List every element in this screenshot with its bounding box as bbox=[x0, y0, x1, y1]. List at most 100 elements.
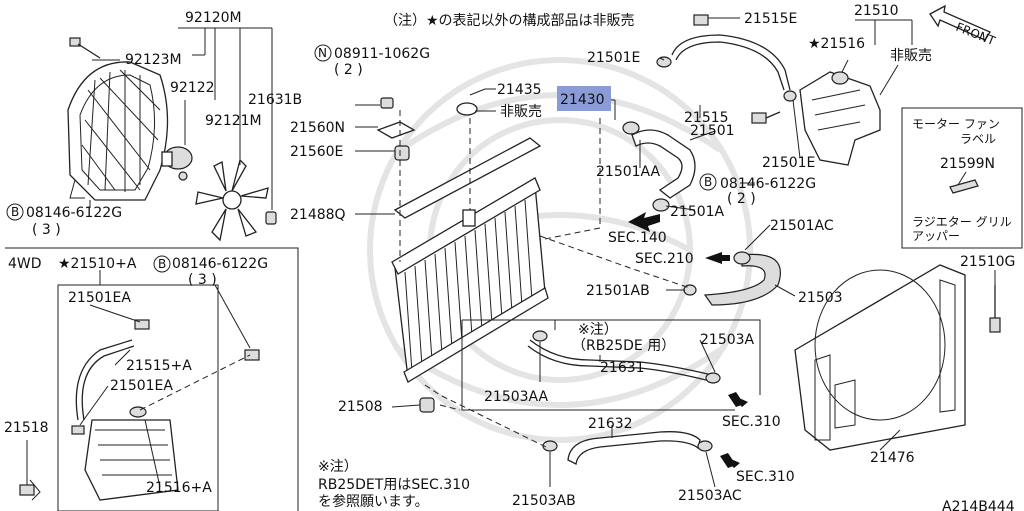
label-sec140: SEC.140 bbox=[608, 230, 667, 246]
label-92123M: 92123M bbox=[125, 52, 182, 68]
label-21631B: 21631B bbox=[248, 92, 302, 108]
bolt-part-fan bbox=[69, 37, 101, 59]
label-08146-c: 08146-6122G bbox=[172, 256, 268, 272]
note-bottom-2: RB25DET用はSEC.310 bbox=[318, 477, 470, 493]
box-foot-2: アッパー bbox=[912, 229, 960, 243]
label-hihanbai-2: 非販売 bbox=[890, 48, 932, 64]
drain-plug-21508 bbox=[419, 397, 435, 413]
label-21510: 21510 bbox=[854, 3, 899, 19]
lower-hose-21503 bbox=[703, 253, 781, 306]
bracket-21560N bbox=[376, 121, 416, 139]
label-08146-b: 08146-6122G bbox=[720, 176, 816, 192]
label-21501AC: 21501AC bbox=[770, 218, 834, 234]
svg-text:B: B bbox=[11, 205, 19, 219]
label-21501E-mid: 21501E bbox=[762, 155, 815, 171]
label-21632: 21632 bbox=[588, 416, 633, 432]
oil-cooler-hose-21631 bbox=[527, 339, 713, 382]
label-21476: 21476 bbox=[870, 450, 915, 466]
label-21501EA-1: 21501EA bbox=[68, 290, 131, 306]
svg-text:B: B bbox=[704, 175, 712, 189]
box-title-1: モーター ファン bbox=[912, 117, 1000, 131]
label-21435: 21435 bbox=[497, 82, 542, 98]
label-21560E: 21560E bbox=[290, 144, 343, 160]
label-92122: 92122 bbox=[170, 80, 215, 96]
label-08911: 08911-1062G bbox=[334, 46, 430, 62]
label-front: FRONT bbox=[954, 20, 998, 49]
label-08146-a: 08146-6122G bbox=[26, 205, 122, 221]
label-21488Q: 21488Q bbox=[290, 207, 346, 223]
label-sec310-b: SEC.310 bbox=[736, 469, 795, 485]
front-arrow-icon bbox=[929, 4, 991, 41]
label-21516A: 21516+A bbox=[146, 480, 212, 496]
note-bottom-3: を参照願います。 bbox=[318, 493, 429, 510]
reservoir-tank-21510 bbox=[799, 71, 881, 166]
radiator-core-part bbox=[391, 177, 549, 383]
grommet-21560E bbox=[394, 145, 410, 161]
label-08146-a-qty: ( 3 ) bbox=[32, 222, 61, 238]
label-21510G: 21510G bbox=[960, 254, 1015, 270]
note-top: （注）★の表記以外の構成部品は非販売 bbox=[384, 12, 635, 29]
label-info-box bbox=[901, 107, 1023, 249]
seal-strip-21488Q bbox=[393, 137, 542, 219]
label-21503AC: 21503AC bbox=[678, 488, 742, 504]
box-title-2: ラベル bbox=[960, 132, 996, 146]
label-21515E: 21515E bbox=[744, 11, 797, 27]
label-92121M: 92121M bbox=[205, 113, 262, 129]
bolt-part-08146-mid bbox=[751, 111, 781, 124]
label-21631: 21631 bbox=[600, 360, 645, 376]
label-21501E-top: 21501E bbox=[587, 50, 640, 66]
4wd-subassembly-box bbox=[5, 247, 299, 511]
label-21510A: ★21510+A bbox=[58, 256, 137, 272]
dashed-reference-lines bbox=[399, 110, 691, 449]
label-21501EA-2: 21501EA bbox=[110, 378, 173, 394]
label-21515: 21515 bbox=[684, 110, 729, 126]
label-08911-qty: ( 2 ) bbox=[334, 62, 363, 78]
label-21503A: 21503A bbox=[700, 332, 755, 348]
section-arrow-icons bbox=[628, 212, 748, 468]
bolt-part-21510G bbox=[989, 285, 1001, 333]
label-21501: 21501 bbox=[690, 123, 735, 139]
label-92120M: 92120M bbox=[185, 10, 242, 26]
leader-lines-center bbox=[79, 17, 996, 488]
nut-08911 bbox=[380, 97, 394, 109]
label-sec210: SEC.210 bbox=[635, 251, 694, 267]
box-foot-1: ラジエター グリル bbox=[912, 215, 1012, 229]
part-labels: 92120M 92123M 92122 21631B 92121M 08146-… bbox=[4, 3, 1015, 511]
fan-shroud-21476 bbox=[794, 264, 966, 451]
diagram-id: A214B444 bbox=[942, 499, 1015, 511]
circle-markers: N B B B bbox=[6, 44, 717, 273]
label-sec310-a: SEC.310 bbox=[722, 414, 781, 430]
motor-part-92122 bbox=[161, 146, 193, 181]
label-21501A: 21501A bbox=[670, 204, 725, 220]
label-21560N: 21560N bbox=[290, 120, 345, 136]
label-21503: 21503 bbox=[798, 290, 843, 306]
label-21599N: 21599N bbox=[940, 156, 995, 172]
label-note-rb-1: ※注） bbox=[578, 322, 618, 338]
nut-part-21631B bbox=[265, 211, 277, 225]
upper-hose-21501 bbox=[631, 129, 696, 199]
label-08146-c-qty: ( 3 ) bbox=[188, 272, 217, 288]
reservoir-hose-21515 bbox=[671, 34, 791, 91]
label-21430: 21430 bbox=[560, 92, 605, 108]
label-4wd: 4WD bbox=[8, 256, 42, 272]
label-note-rb-2: （RB25DE 用） bbox=[572, 338, 675, 354]
clamps-part bbox=[532, 14, 797, 452]
note-bottom-1: ※注） bbox=[318, 459, 358, 475]
highlight-21430 bbox=[557, 86, 611, 111]
label-21518: 21518 bbox=[4, 420, 49, 436]
fan-shroud-part bbox=[67, 61, 169, 201]
leader-lines-left bbox=[89, 27, 273, 210]
label-21501AA: 21501AA bbox=[596, 164, 661, 180]
label-21501AB: 21501AB bbox=[586, 283, 650, 299]
svg-text:N: N bbox=[318, 46, 327, 60]
fan-blade-part bbox=[195, 158, 269, 242]
label-21515A: 21515+A bbox=[126, 358, 192, 374]
label-21503AA: 21503AA bbox=[484, 389, 549, 405]
label-21516: ★21516 bbox=[808, 36, 865, 52]
svg-text:B: B bbox=[158, 257, 166, 271]
label-21508: 21508 bbox=[338, 399, 383, 415]
label-21503AB: 21503AB bbox=[512, 493, 576, 509]
label-hihanbai-1: 非販売 bbox=[500, 104, 542, 120]
label-08146-b-qty: ( 2 ) bbox=[727, 191, 756, 207]
